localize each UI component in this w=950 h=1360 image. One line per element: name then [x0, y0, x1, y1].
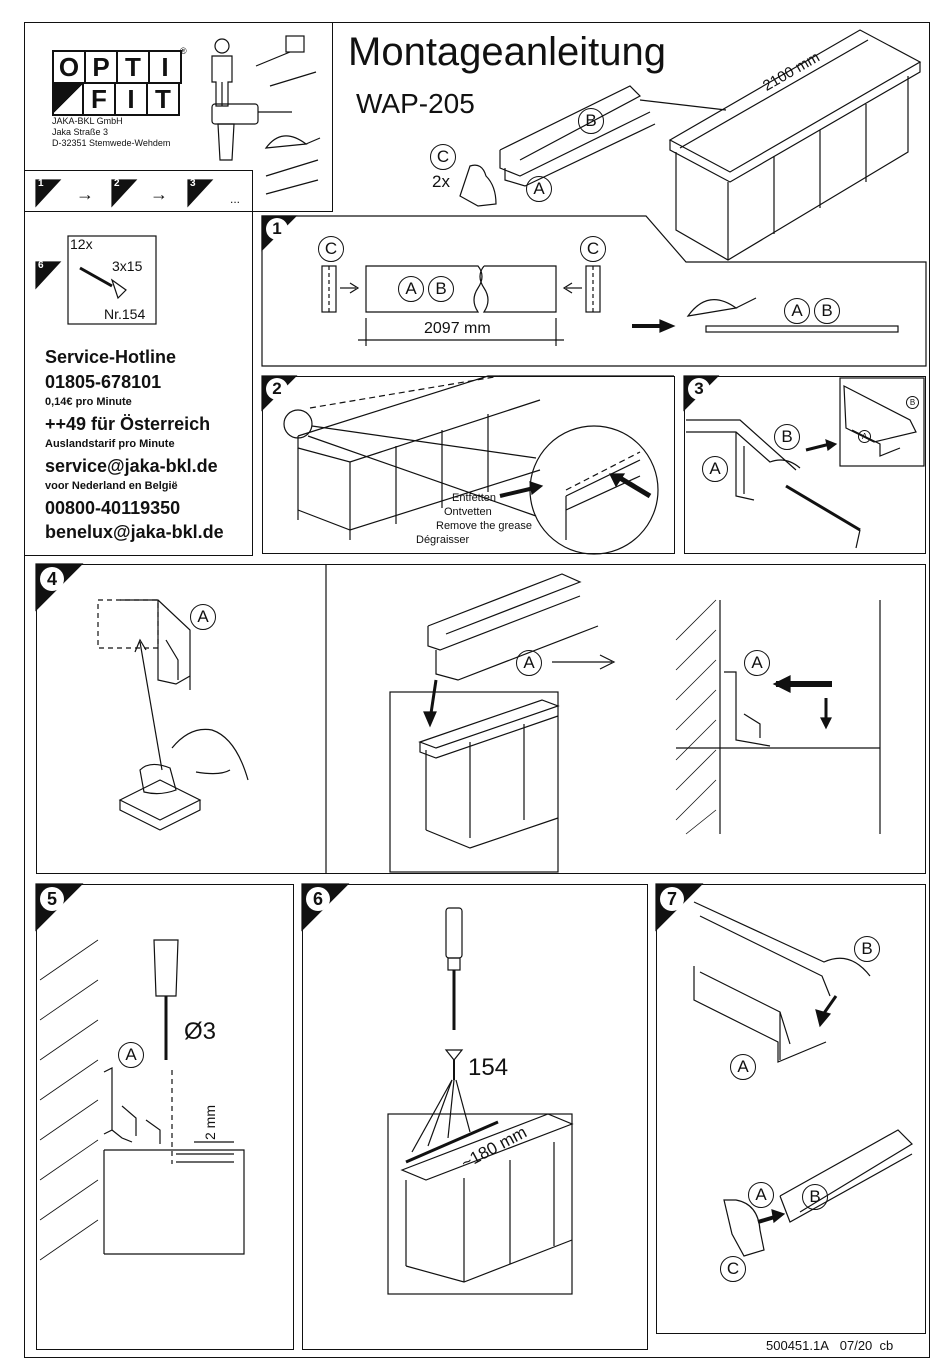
step-number-5: 5	[40, 887, 64, 911]
footer-doc-info: 500451.1A 07/20 cb	[766, 1338, 893, 1353]
step1-label-a: A	[398, 276, 424, 302]
step7-label-a-top: A	[730, 1054, 756, 1080]
step-number-7: 7	[660, 887, 684, 911]
service-foreign-rate: Auslandstarif pro Minute	[45, 438, 175, 450]
step1-label-b: B	[428, 276, 454, 302]
sidebar-panel	[24, 170, 253, 556]
logo-triangle	[52, 84, 84, 116]
step-number-1: 1	[266, 218, 288, 240]
screw-size: 3x15	[112, 258, 143, 274]
service-nl-be-note: voor Nederland en België	[45, 480, 178, 492]
degrease-de: Entfetten	[452, 492, 497, 504]
model-number: WAP-205	[356, 88, 475, 119]
step3-label-a: A	[702, 456, 728, 482]
company-city: D-32351 Stemwede-Wehdem	[52, 138, 171, 148]
sequence-step-1: 1	[38, 178, 44, 189]
company-street: Jaka Straße 3	[52, 127, 109, 137]
step7-label-c: C	[720, 1256, 746, 1282]
step2-panel	[262, 376, 675, 554]
step-number-6: 6	[306, 887, 330, 911]
registered-mark: ®	[180, 46, 187, 56]
service-email-benelux[interactable]: benelux@jaka-bkl.de	[45, 522, 224, 542]
service-hotline-number: 01805-678101	[45, 372, 162, 392]
header-left-panel	[24, 22, 333, 212]
logo-letter: F	[84, 84, 116, 116]
step3-detail-b: B	[906, 396, 919, 409]
part-label-a: A	[526, 176, 552, 202]
screw-step-number: 6	[38, 260, 44, 271]
step5-offset: 2 mm	[202, 1105, 218, 1140]
step3-label-b: B	[774, 424, 800, 450]
logo-letter: I	[150, 50, 182, 84]
sequence-arrow: →	[76, 184, 94, 204]
step1-label-c-right: C	[580, 236, 606, 262]
sequence-more: ...	[230, 192, 241, 206]
service-hotline-label: Service-Hotline	[45, 347, 177, 367]
screw-quantity: 12x	[70, 236, 93, 252]
service-email-de[interactable]: service@jaka-bkl.de	[45, 456, 218, 476]
company-name: JAKA-BKL GmbH	[52, 116, 123, 126]
logo-letter: O	[52, 50, 86, 84]
part-label-c: C	[430, 144, 456, 170]
degrease-nl: Ontvetten	[444, 506, 492, 518]
footer-date: 07/20	[839, 1338, 873, 1353]
degrease-en: Remove the grease	[436, 520, 532, 532]
footer-doc-number: 500451.1A	[766, 1338, 829, 1353]
sequence-step-2: 2	[114, 178, 120, 189]
step-number-4: 4	[40, 567, 64, 591]
sequence-arrow: →	[150, 184, 168, 204]
step1-label-b-saw: B	[814, 298, 840, 324]
step-number-3: 3	[688, 378, 710, 400]
step5-drill-diameter: Ø3	[184, 1018, 217, 1045]
step4-panel	[36, 564, 926, 874]
step4-label-a-mid: A	[516, 650, 542, 676]
screw-number: Nr.154	[104, 306, 146, 322]
outer-frame	[24, 22, 930, 1358]
service-austria-number: ++49 für Österreich	[45, 414, 211, 434]
degrease-fr: Dégraisser	[416, 534, 470, 546]
step6-panel	[302, 884, 648, 1350]
optifit-logo: O P T I F I T	[52, 50, 182, 116]
service-price-note: 0,14€ pro Minute	[45, 396, 132, 408]
step7-label-b-bottom: B	[802, 1184, 828, 1210]
part-label-b: B	[578, 108, 604, 134]
step1-cut-length: 2097 mm	[424, 320, 491, 337]
step-number-2: 2	[266, 378, 288, 400]
footer-initials: cb	[879, 1338, 894, 1353]
step1-label-a-saw: A	[784, 298, 810, 324]
step7-panel	[656, 884, 926, 1334]
step7-label-b-top: B	[854, 936, 880, 962]
sequence-step-3: 3	[190, 178, 196, 189]
service-benelux-number: 00800-40119350	[45, 498, 181, 518]
step6-screw-number: 154	[468, 1054, 509, 1081]
step1-label-c-left: C	[318, 236, 344, 262]
step5-panel	[36, 884, 294, 1350]
step7-label-a-bottom: A	[748, 1182, 774, 1208]
logo-letter: P	[86, 50, 118, 84]
step4-label-a-left: A	[190, 604, 216, 630]
page-title: Montageanleitung	[348, 30, 667, 74]
step5-label-a: A	[118, 1042, 144, 1068]
step3-detail-a: A	[858, 430, 871, 443]
step3-panel	[684, 376, 926, 554]
step4-label-a-right: A	[744, 650, 770, 676]
logo-letter: T	[118, 50, 150, 84]
part-c-quantity: 2x	[432, 172, 450, 191]
logo-letter: T	[148, 84, 180, 116]
logo-letter: I	[116, 84, 148, 116]
